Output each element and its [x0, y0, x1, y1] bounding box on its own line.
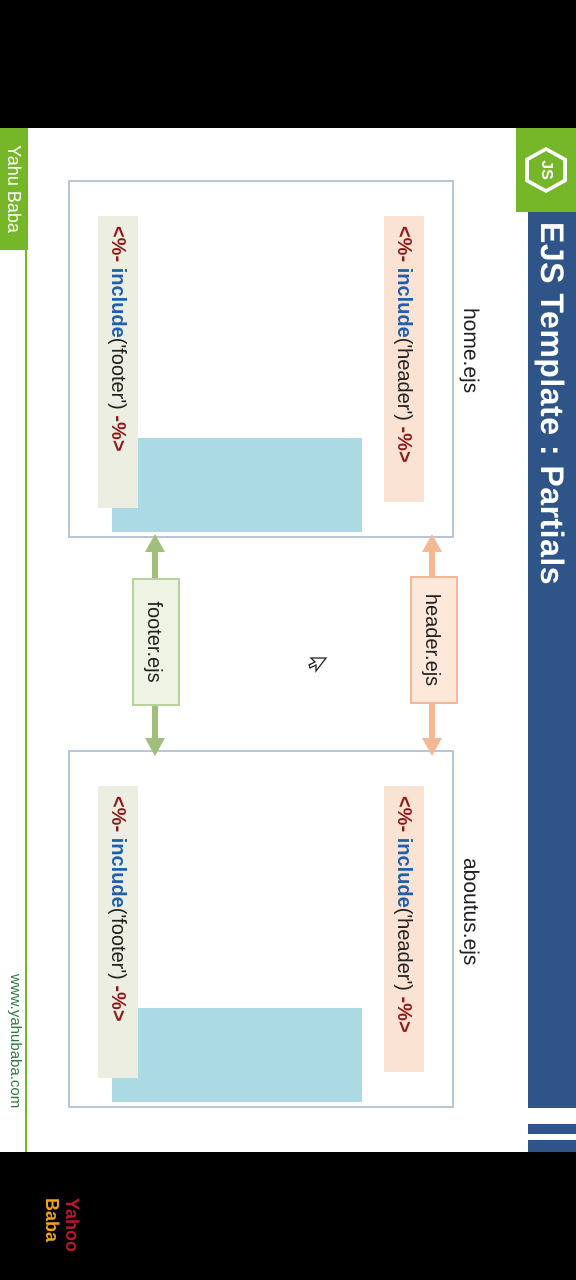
nodejs-logo: JS — [516, 128, 576, 212]
ejs-close-tag: -%> — [107, 985, 129, 1022]
ejs-close-tag: -%> — [393, 426, 415, 463]
include-keyword: include — [107, 837, 129, 908]
footer-include-home: <%- include('footer') -%> — [98, 216, 138, 508]
ejs-close-tag: -%> — [107, 415, 129, 452]
content-area-aboutus — [112, 1008, 362, 1102]
title-bar-accent — [528, 1124, 576, 1134]
include-keyword: include — [393, 267, 415, 338]
ejs-open-tag: <%- — [107, 226, 129, 263]
header-include-aboutus: <%- include('header') -%> — [384, 786, 424, 1072]
logo-line-2: Baba — [42, 1198, 62, 1243]
title-bar-accent — [528, 1140, 576, 1152]
page-box-aboutus: <%- include('header') -%> <%- include('f… — [68, 750, 454, 1108]
page-label-aboutus: aboutus.ejs — [459, 858, 482, 966]
header-include-home: <%- include('header') -%> — [384, 216, 424, 502]
arrowhead-left-icon — [422, 534, 442, 552]
page-label-home: home.ejs — [459, 308, 482, 394]
arrowhead-left-icon — [145, 534, 165, 552]
brand-tab: Yahu Baba — [0, 128, 28, 250]
ejs-open-tag: <%- — [107, 796, 129, 833]
logo-line-1: Yahoo — [62, 1198, 82, 1253]
ejs-open-tag: <%- — [393, 796, 415, 833]
ejs-close-tag: -%> — [393, 996, 415, 1033]
page-box-home: <%- include('header') -%> <%- include('f… — [68, 180, 454, 538]
footer-include-aboutus: <%- include('footer') -%> — [98, 786, 138, 1078]
include-keyword: include — [107, 267, 129, 338]
header-partial: header.ejs — [410, 576, 458, 704]
content-area-home — [112, 438, 362, 532]
slide-viewport: JS EJS Template : Partials home.ejs <%- … — [0, 128, 576, 1152]
arrowhead-right-icon — [145, 738, 165, 756]
slide: JS EJS Template : Partials home.ejs <%- … — [0, 128, 576, 1152]
website-link[interactable]: www.yahubaba.com — [7, 974, 24, 1109]
mouse-cursor-icon — [308, 657, 328, 673]
include-arg: ('header') — [393, 907, 415, 991]
ejs-open-tag: <%- — [393, 226, 415, 263]
slide-title: EJS Template : Partials — [534, 222, 570, 586]
include-keyword: include — [393, 837, 415, 908]
arrowhead-right-icon — [422, 738, 442, 756]
yahoo-baba-logo: Yahoo Baba — [24, 1196, 82, 1256]
footer-rule — [25, 250, 27, 1152]
footer-partial: footer.ejs — [132, 578, 180, 706]
include-arg: ('footer') — [107, 337, 129, 410]
include-arg: ('header') — [393, 337, 415, 421]
include-arg: ('footer') — [107, 907, 129, 980]
